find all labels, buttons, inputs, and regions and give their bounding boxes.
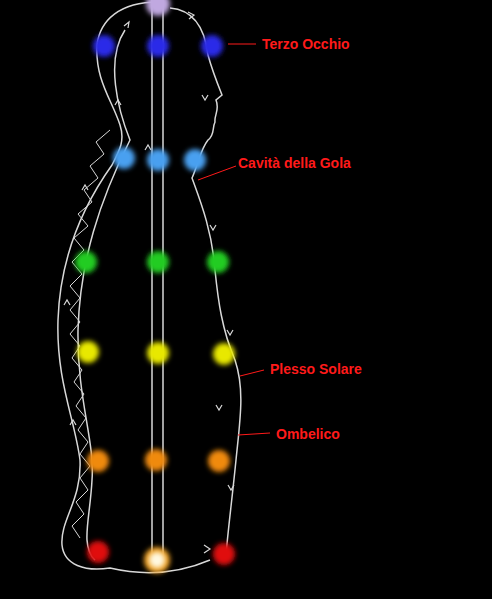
flow-arrows <box>64 12 234 553</box>
chakra-label: Plesso Solare <box>270 361 362 377</box>
chakra-label: Cavità della Gola <box>238 155 351 171</box>
chakra-label: Terzo Occhio <box>262 36 350 52</box>
leader-lines <box>198 44 270 435</box>
body-outline <box>58 0 241 573</box>
chakra-label: Ombelico <box>276 426 340 442</box>
chakra-dots <box>75 0 235 573</box>
